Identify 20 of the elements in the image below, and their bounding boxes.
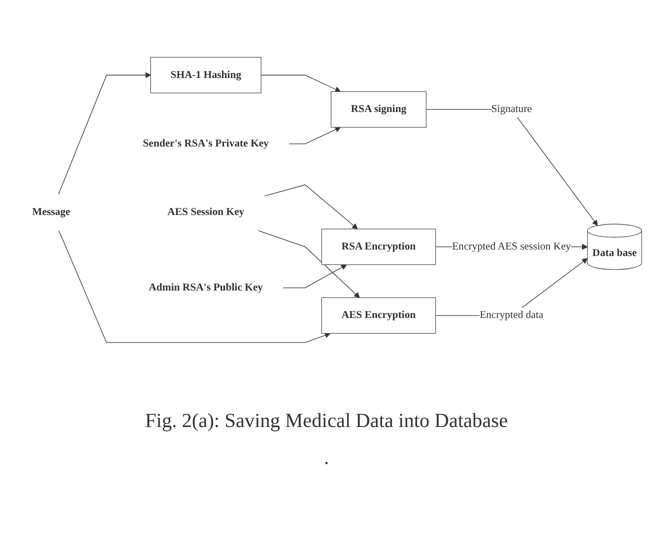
edge-label: Encrypted data xyxy=(479,310,543,321)
node-box: RSA Encryption xyxy=(320,228,436,266)
node-text: Message xyxy=(32,206,70,218)
arrow xyxy=(58,72,150,196)
node-text: Sender's RSA's Private Key xyxy=(142,138,268,150)
arrow xyxy=(256,230,360,298)
node-box: AES Encryption xyxy=(320,297,436,334)
arrow xyxy=(58,230,330,343)
arrow xyxy=(260,74,340,92)
node-box: SHA-1 Hashing xyxy=(150,57,261,94)
node-text: AES Session Key xyxy=(166,206,244,218)
arrow xyxy=(263,184,358,230)
note-text: . xyxy=(324,447,329,470)
arrow xyxy=(282,264,346,288)
edge-label: Encrypted AES session Key xyxy=(452,240,570,252)
figure-caption: Fig. 2(a): Saving Medical Data into Database xyxy=(145,410,508,433)
edge-label: Signature xyxy=(490,104,532,115)
arrow xyxy=(288,126,340,144)
node-box: RSA signing xyxy=(330,91,426,128)
node-text: Admin RSA's Public Key xyxy=(148,282,262,294)
